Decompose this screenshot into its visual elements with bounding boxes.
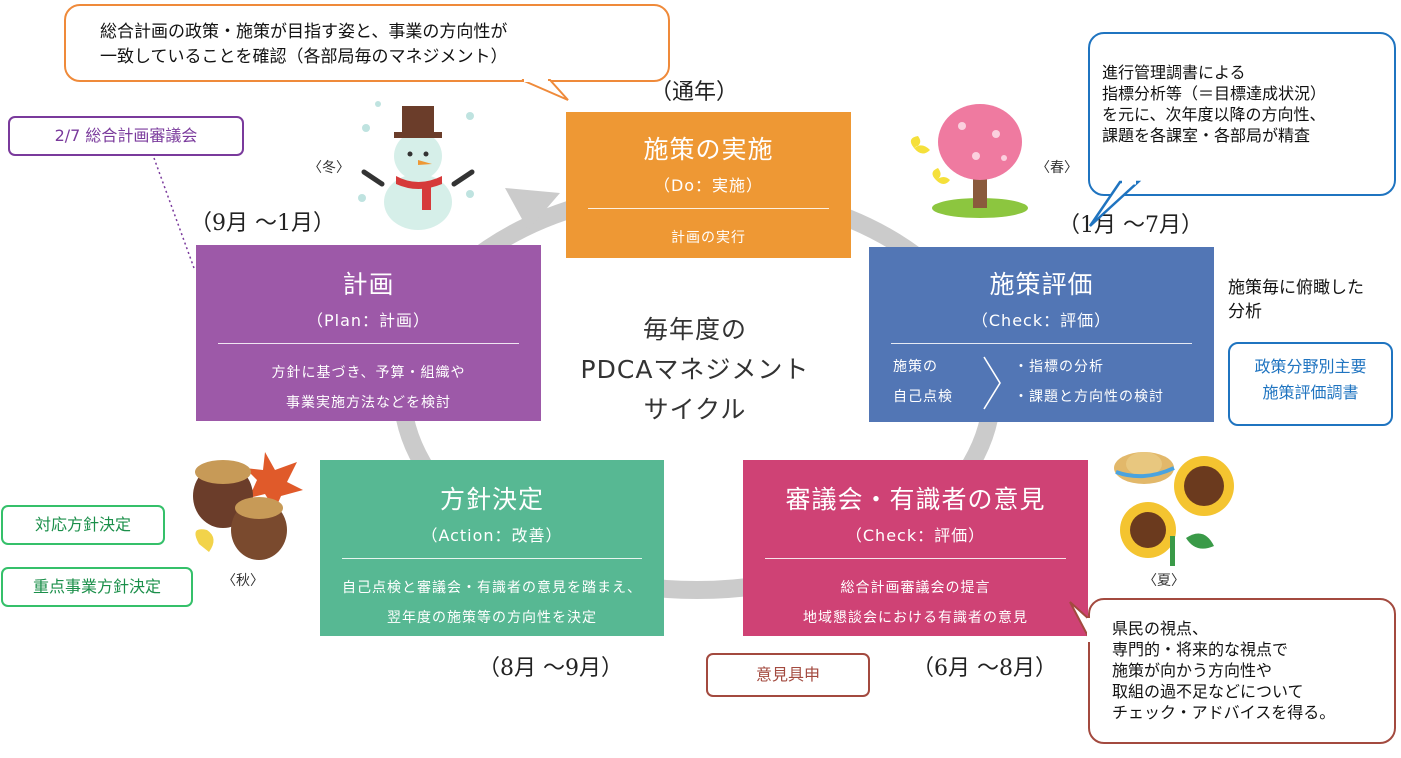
season-winter: 〈冬〉 — [308, 160, 350, 176]
check-right-2: ・課題と方向性の検討 — [1014, 389, 1164, 405]
council-meeting-connector — [153, 157, 195, 269]
council-subtitle: （Check：評価） — [845, 526, 986, 545]
period-plan: （9月 ～1月） — [190, 211, 335, 236]
callout-bottom-right-tail — [1069, 601, 1091, 642]
season-spring: 〈春〉 — [1036, 160, 1078, 176]
check-right: ・指標の分析 ・課題と方向性の検討 — [1014, 352, 1204, 412]
action-box: 方針決定 （Action：改善） 自己点検と審議会・有識者の意見を踏まえ、 翌年… — [320, 460, 664, 636]
response-policy-tag: 対応方針決定 — [1, 505, 165, 545]
callout-top-right-line-3: を元に、次年度以降の方向性、 — [1102, 105, 1326, 124]
callout-bottom-right: 県民の視点、 専門的・将来的な視点で 施策が向かう方向性や 取組の過不足などにつ… — [1088, 598, 1396, 744]
chestnut-icon — [193, 452, 303, 560]
priority-policy-tag: 重点事業方針決定 — [1, 567, 193, 607]
action-title: 方針決定 — [439, 485, 544, 514]
cycle-center-label: 毎年度の PDCAマネジメント サイクル — [540, 310, 850, 430]
plan-box: 計画 （Plan：計画） 方針に基づき、予算・組織や 事業実施方法などを検討 — [196, 245, 541, 421]
period-action: （8月 ～9月） — [478, 656, 623, 681]
cycle-arrowhead — [505, 188, 560, 230]
opinion-label: 意見具申 — [755, 665, 820, 684]
council-desc-2: 地域懇談会における有識者の意見 — [803, 610, 1028, 626]
callout-top-right-line-1: 進行管理調書による — [1102, 63, 1246, 82]
center-line-1: 毎年度の — [642, 315, 747, 344]
action-desc-1: 自己点検と審議会・有識者の意見を踏まえ、 — [342, 580, 642, 596]
plan-desc-1: 方針に基づき、予算・組織や — [271, 365, 466, 381]
do-box: 施策の実施 （Do：実施） 計画の実行 — [566, 112, 851, 258]
do-divider — [588, 208, 829, 209]
callout-bottom-right-line-1: 県民の視点、 — [1112, 619, 1209, 638]
priority-policy-label: 重点事業方針決定 — [32, 577, 161, 596]
callout-bottom-right-line-5: チェック・アドバイスを得る。 — [1112, 703, 1336, 722]
check-chevron-icon — [983, 356, 1001, 410]
check-left: 施策の 自己点検 — [893, 352, 973, 412]
check-right-1: ・指標の分析 — [1014, 359, 1104, 375]
check-subtitle: （Check：評価） — [971, 311, 1112, 330]
callout-bottom-right-line-4: 取組の過不足などについて — [1112, 682, 1304, 701]
callout-top-right-line-4: 課題を各課室・各部局が精査 — [1102, 126, 1311, 145]
center-line-2: PDCAマネジメント — [580, 355, 810, 384]
callout-top-right: 進行管理調書による 指標分析等（＝目標達成状況） を元に、次年度以降の方向性、 … — [1088, 32, 1396, 196]
do-desc: 計画の実行 — [671, 230, 746, 246]
response-policy-label: 対応方針決定 — [34, 515, 131, 534]
council-meeting-tag: 2/7 総合計画審議会 — [8, 116, 244, 156]
callout-top-tail — [521, 78, 569, 101]
check-divider — [891, 343, 1192, 344]
do-subtitle: （Do：実施） — [653, 176, 764, 195]
callout-bottom-right-line-3: 施策が向かう方向性や — [1112, 661, 1273, 680]
snowman-icon — [358, 101, 475, 230]
check-left-1: 施策の — [893, 359, 938, 375]
council-meeting-label: 2/7 総合計画審議会 — [54, 126, 198, 145]
check-left-2: 自己点検 — [893, 389, 953, 405]
do-title: 施策の実施 — [643, 135, 774, 164]
callout-top-right-line-2: 指標分析等（＝目標達成状況） — [1102, 84, 1327, 103]
callout-top-line-1: 総合計画の政策・施策が目指す姿と、事業の方向性が — [100, 22, 508, 42]
callout-top-line-2: 一致していることを確認（各部局毎のマネジメント） — [100, 47, 508, 67]
cherry-tree-icon — [910, 104, 1028, 218]
callout-bottom-right-line-2: 専門的・将来的な視点で — [1112, 640, 1289, 659]
period-council: （6月 ～8月） — [912, 656, 1057, 681]
side-note-line-2: 分析 — [1228, 302, 1262, 322]
callout-top: 総合計画の政策・施策が目指す姿と、事業の方向性が 一致していることを確認（各部局… — [64, 4, 670, 82]
plan-desc-2: 事業実施方法などを検討 — [286, 395, 451, 411]
plan-title: 計画 — [342, 270, 395, 299]
action-subtitle: （Action：改善） — [421, 526, 563, 545]
side-note-line-1: 施策毎に俯瞰した — [1228, 278, 1364, 298]
callout-top-right-tail — [1088, 180, 1142, 227]
period-check: （1月 ～7月） — [1058, 213, 1203, 238]
period-year-round: （通年） — [650, 80, 739, 105]
plan-subtitle: （Plan：計画） — [306, 311, 431, 330]
action-desc-2: 翌年度の施策等の方向性を決定 — [387, 610, 597, 626]
check-title: 施策評価 — [989, 270, 1094, 299]
policy-eval-line-1: 政策分野別主要 — [1254, 357, 1367, 376]
check-box: 施策評価 （Check：評価） 施策の 自己点検 ・指標の分析 ・課題と方向性の… — [869, 247, 1214, 422]
council-box: 審議会・有識者の意見 （Check：評価） 総合計画審議会の提言 地域懇談会にお… — [743, 460, 1088, 636]
policy-eval-tag: 政策分野別主要 施策評価調書 — [1228, 342, 1393, 426]
council-divider — [765, 558, 1066, 559]
center-line-3: サイクル — [643, 395, 747, 424]
council-title: 審議会・有識者の意見 — [785, 485, 1046, 514]
council-desc-1: 総合計画審議会の提言 — [840, 580, 991, 596]
action-divider — [342, 558, 642, 559]
plan-divider — [218, 343, 519, 344]
season-autumn: 〈秋〉 — [222, 573, 264, 589]
sunflower-icon — [1114, 452, 1234, 566]
policy-eval-line-2: 施策評価調書 — [1262, 383, 1359, 402]
season-summer: 〈夏〉 — [1143, 573, 1185, 589]
opinion-tag: 意見具申 — [706, 653, 870, 697]
side-note: 施策毎に俯瞰した 分析 — [1228, 276, 1364, 324]
